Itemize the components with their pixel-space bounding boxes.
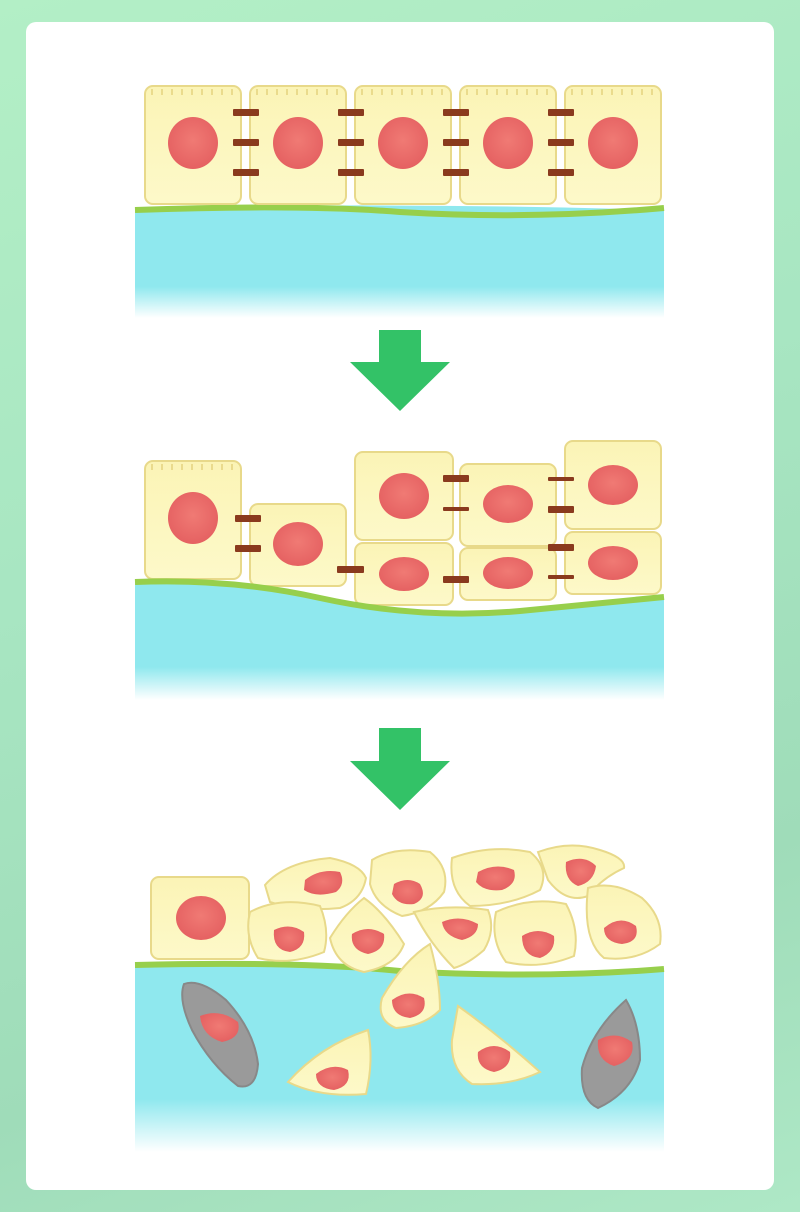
nucleus (379, 473, 429, 519)
nucleus (604, 920, 637, 944)
nucleus (304, 871, 343, 895)
nucleus (477, 1046, 511, 1072)
cell-junctions (235, 475, 574, 583)
microvilli (151, 89, 653, 95)
basement-membrane (134, 578, 665, 617)
stage-3-invasive-cells (134, 844, 665, 1152)
nucleus (442, 918, 478, 940)
nucleus (273, 117, 323, 169)
nucleus (522, 931, 555, 958)
nucleus (392, 880, 423, 905)
nucleus (316, 1066, 349, 1090)
stroma-layer (135, 962, 664, 1152)
down-arrow-icon (350, 728, 450, 810)
invading-cell (286, 1028, 372, 1096)
basement-membrane (134, 204, 665, 219)
nucleus (168, 117, 218, 169)
nucleus (565, 858, 596, 886)
nucleus (176, 896, 226, 940)
nucleus (168, 492, 218, 544)
down-arrow-icon (350, 330, 450, 411)
nucleus (351, 929, 385, 954)
stage-1-intact-epithelium (134, 85, 665, 318)
nucleus (200, 1013, 239, 1042)
nucleus (597, 1035, 633, 1066)
nucleus (588, 465, 638, 505)
nucleus (379, 557, 429, 591)
invading-cell (450, 1004, 542, 1086)
nucleus (588, 117, 638, 169)
nucleus (483, 117, 533, 169)
nucleus (273, 926, 305, 952)
nucleus (476, 866, 515, 891)
epithelial-cell-row (144, 85, 662, 205)
nucleus (588, 546, 638, 580)
stage-2-disorganized-epithelium (134, 440, 665, 700)
nucleus (273, 522, 323, 566)
stroma-layer (135, 205, 664, 318)
nucleus (483, 485, 533, 523)
nucleus (483, 557, 533, 589)
nucleus (392, 993, 425, 1018)
cell-junctions (233, 109, 574, 176)
invading-cells (181, 942, 642, 1110)
mesenchymal-cells (247, 844, 662, 974)
nucleus (378, 117, 428, 169)
microvilli (151, 464, 233, 470)
